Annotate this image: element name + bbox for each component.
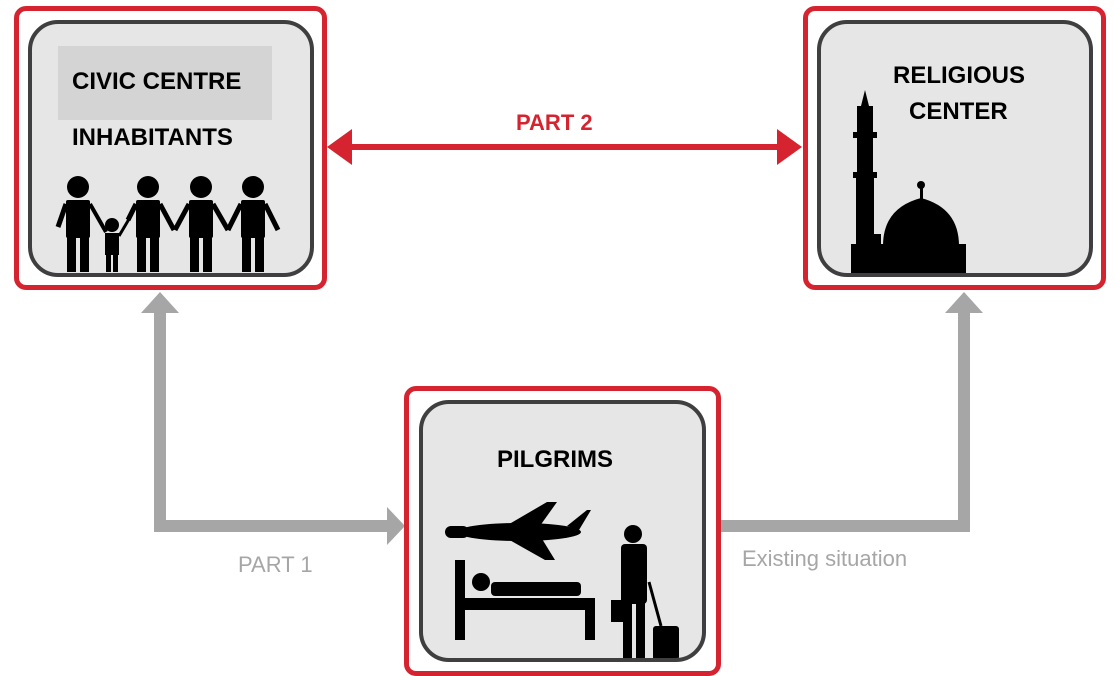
airplane-icon (445, 502, 591, 560)
part2-arrow (327, 129, 802, 165)
existing-situation-label: Existing situation (742, 546, 908, 571)
civic-centre-highlight (58, 46, 272, 120)
civic-centre-frame: CIVIC CENTRE INHABITANTS (14, 6, 327, 290)
religious-center-card: RELIGIOUS CENTER (817, 20, 1093, 277)
pilgrims-card: PILGRIMS (419, 400, 706, 662)
inhabitants-title: INHABITANTS (72, 124, 233, 151)
traveler-luggage-icon (611, 525, 679, 658)
religious-center-frame: RELIGIOUS CENTER (803, 6, 1106, 290)
civic-centre-card: CIVIC CENTRE INHABITANTS (28, 20, 314, 277)
civic-centre-title: CIVIC CENTRE (72, 68, 242, 95)
pilgrims-frame: PILGRIMS (404, 386, 721, 676)
religious-center-title-line2: CENTER (909, 98, 1008, 125)
pilgrims-title: PILGRIMS (497, 446, 614, 473)
part1-arrow (141, 292, 405, 545)
part1-label: PART 1 (238, 552, 313, 577)
existing-situation-arrow (720, 292, 983, 532)
religious-center-title-line1: RELIGIOUS (893, 62, 1026, 89)
mosque-icon (851, 90, 966, 273)
people-family-icon (55, 176, 281, 272)
part2-label: PART 2 (516, 110, 593, 135)
bed-icon (455, 560, 595, 640)
